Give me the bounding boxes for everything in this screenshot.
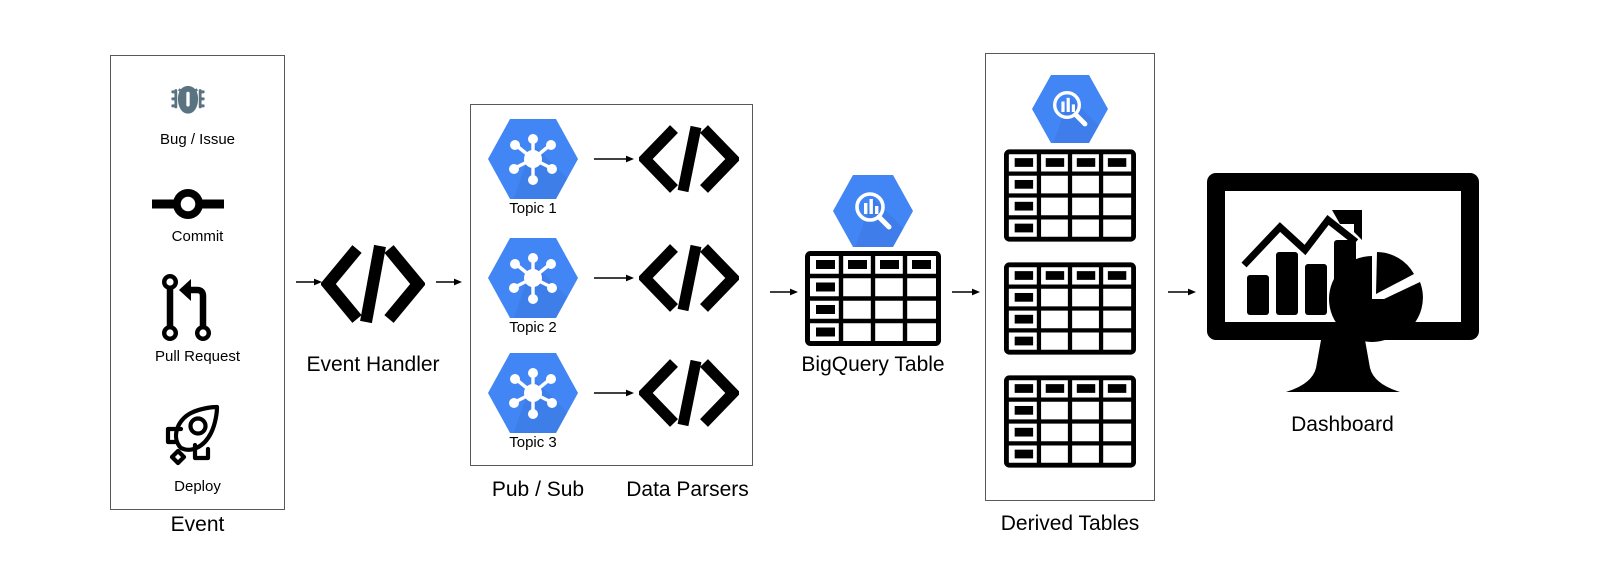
pull-request-icon [161,273,216,343]
topic-label-2: Topic 2 [509,319,557,336]
table-icon-bigquery [805,251,941,346]
event-item-label-commit: Commit [171,228,224,245]
event-item-label-bug: Bug / Issue [159,131,236,148]
arrow-topic-2-to-parser-2 [594,271,634,283]
data-parser-code-icon-3 [637,358,741,428]
pubsub-hexagon-icon-topic-3 [487,352,579,434]
topic-label-3: Topic 3 [509,434,557,451]
pubsub-caption: Pub / Sub [491,478,585,501]
arrow-derived-to-dashboard [1168,285,1196,297]
table-icon-derived-3 [1004,375,1136,468]
pubsub-hexagon-icon-topic-2 [487,237,579,319]
monitor-chart-icon [1204,170,1482,400]
bigquery-hexagon-icon-derived [1031,74,1109,144]
event-handler-caption: Event Handler [306,353,440,376]
data-parser-code-icon-1 [637,124,741,194]
table-icon-derived-1 [1004,149,1136,242]
bigquery-table-caption: BigQuery Table [801,353,945,376]
event-item-label-deploy: Deploy [174,478,221,495]
pubsub-hexagon-icon-topic-1 [487,118,579,200]
event-handler-code-icon [320,243,426,325]
arrow-topic-1-to-parser-1 [594,152,634,164]
data-parsers-caption: Data Parsers [626,478,749,501]
rocket-icon [157,402,227,472]
arrow-topic-3-to-parser-3 [594,386,634,398]
arrow-event-to-handler [296,275,322,287]
arrow-bigquery-to-derived [952,285,980,297]
arrow-parsers-to-bigquery [770,285,798,297]
derived-tables-caption: Derived Tables [1000,512,1140,535]
dashboard-caption: Dashboard [1291,413,1394,436]
event-item-label-pull-request: Pull Request [154,348,241,365]
topic-label-1: Topic 1 [509,200,557,217]
commit-icon [152,183,224,225]
event-caption: Event [170,513,225,536]
bigquery-hexagon-icon-main [832,174,914,248]
arrow-handler-to-pubsub [436,275,462,287]
table-icon-derived-2 [1004,262,1136,355]
data-parser-code-icon-2 [637,243,741,313]
bug-icon [167,79,209,121]
